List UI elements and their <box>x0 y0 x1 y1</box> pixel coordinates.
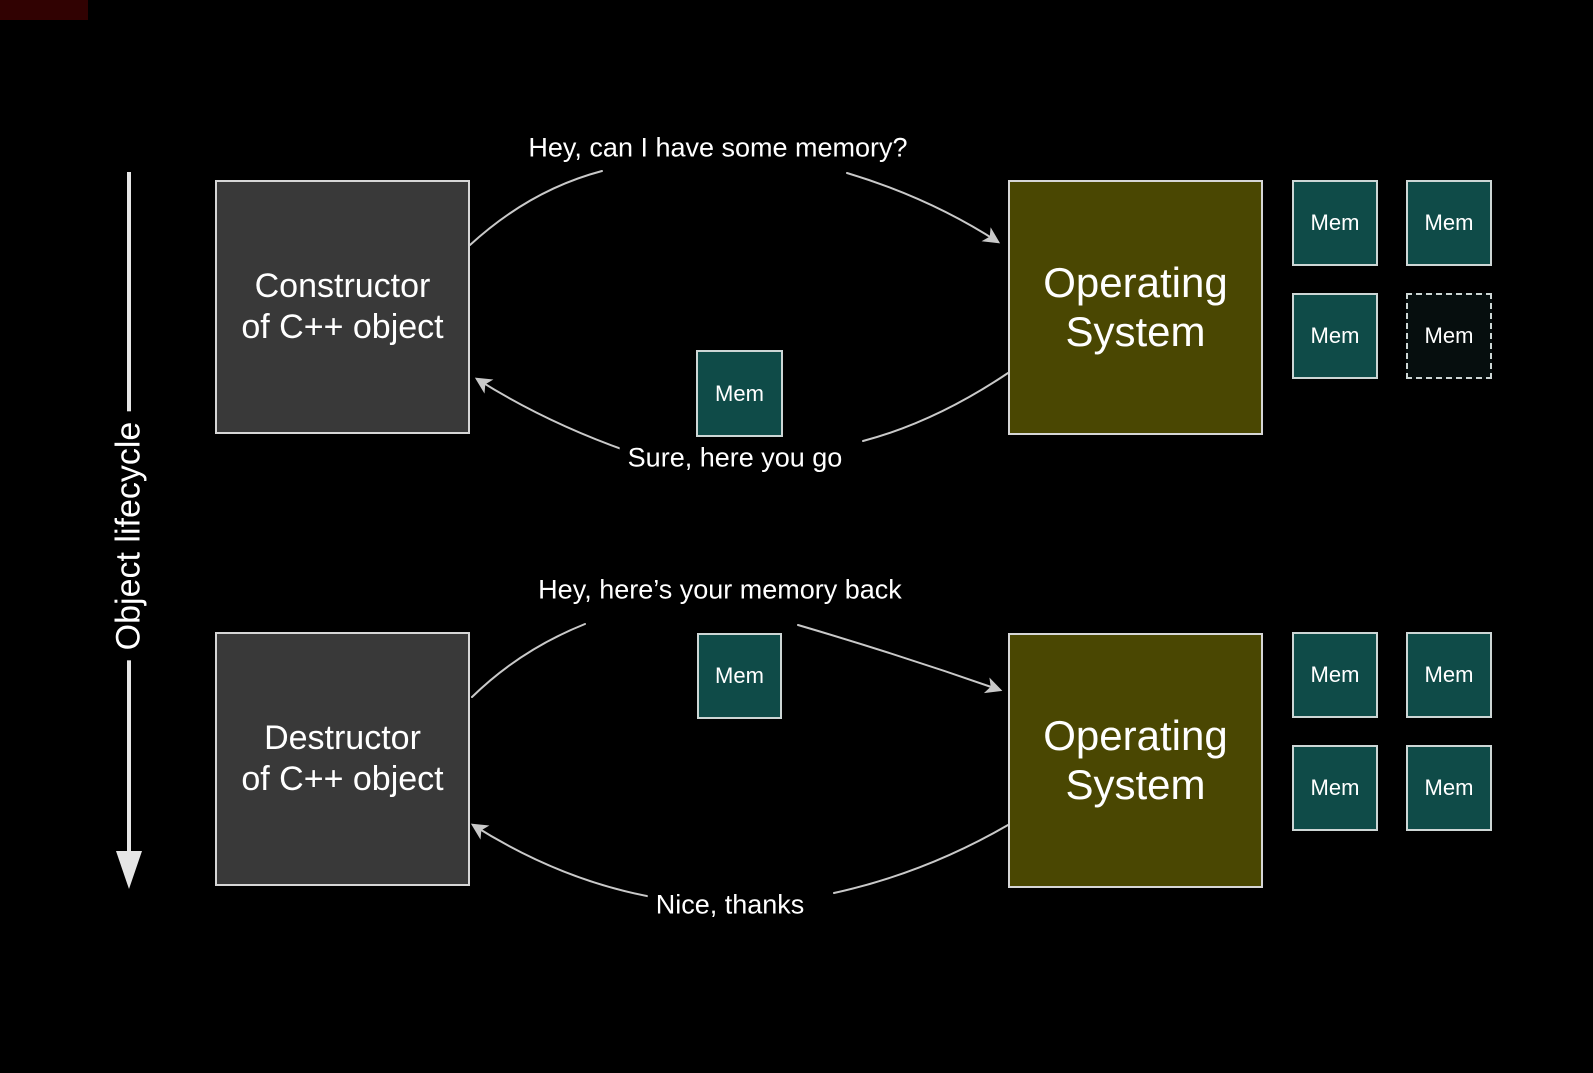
lifecycle-arrowhead-icon <box>116 851 142 889</box>
os-memory-cell: Mem <box>1292 632 1378 718</box>
os-box-deallocation: Operating System <box>1008 633 1263 888</box>
os-box-allocation: Operating System <box>1008 180 1263 435</box>
ack-arc-arrow <box>470 823 653 898</box>
top-edge-artifact <box>0 0 88 20</box>
request-arc-arrow <box>846 172 1001 244</box>
constructor-box: Constructor of C++ object <box>215 180 470 434</box>
lifecycle-axis-label: Object lifecycle <box>105 411 153 661</box>
mem-in-transit-deallocation: Mem <box>697 633 782 719</box>
return-speech-label: Hey, here’s your memory back <box>530 572 910 608</box>
response-arc-arrow <box>474 377 628 452</box>
os-memory-cell: Mem <box>1406 180 1492 266</box>
os-memory-cell: Mem <box>1292 293 1378 379</box>
os-memory-cell: Mem <box>1292 745 1378 831</box>
ack-speech-label: Nice, thanks <box>647 887 813 923</box>
response-arc-right <box>862 372 1009 442</box>
ack-arc-right <box>833 824 1009 894</box>
request-speech-label: Hey, can I have some memory? <box>520 130 916 166</box>
request-arc-left <box>469 170 603 246</box>
os-memory-cell: Mem <box>1292 180 1378 266</box>
return-arc-arrow <box>797 624 1003 694</box>
os-memory-cell-handed-out: Mem <box>1406 293 1492 379</box>
os-memory-cell: Mem <box>1406 745 1492 831</box>
mem-in-transit-allocation: Mem <box>696 350 783 437</box>
return-arc-left <box>471 623 586 698</box>
os-memory-cell: Mem <box>1406 632 1492 718</box>
response-speech-label: Sure, here you go <box>619 440 851 476</box>
destructor-box: Destructor of C++ object <box>215 632 470 886</box>
